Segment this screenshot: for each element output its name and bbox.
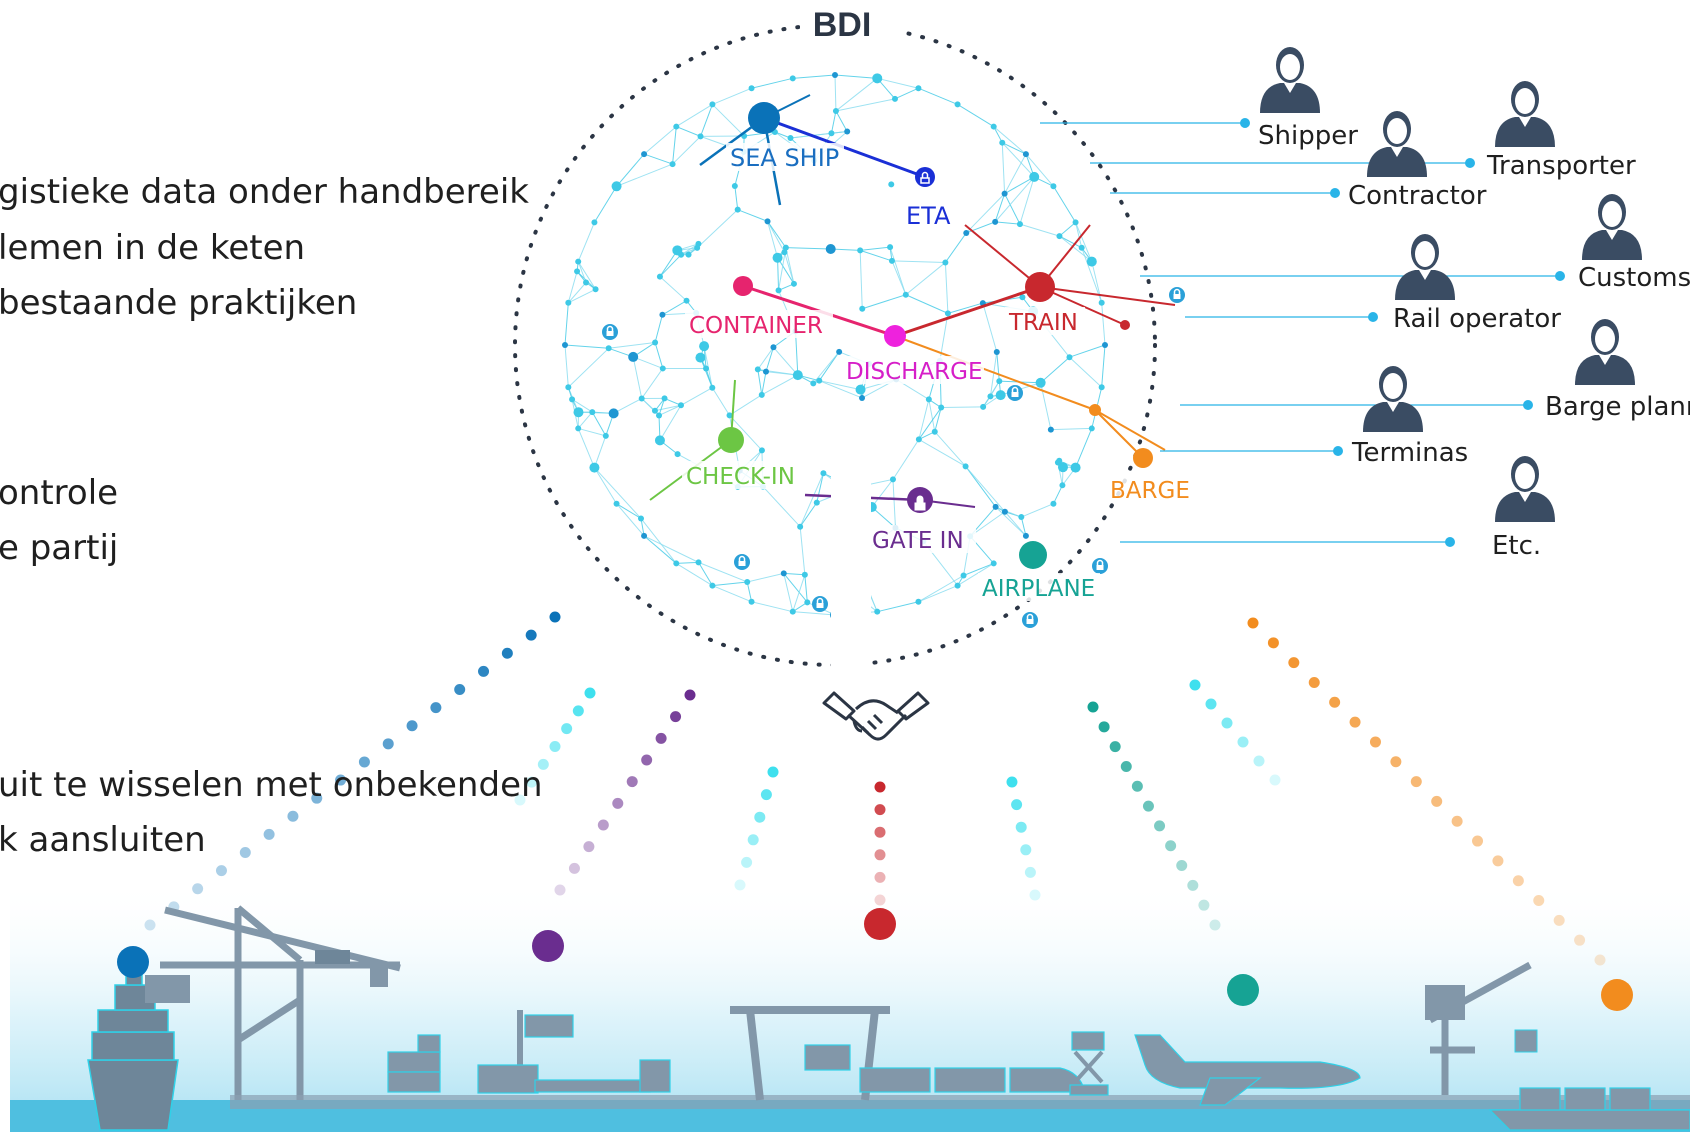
actors: Shipper Transporter Contractor Customs R… <box>1258 47 1690 561</box>
skyline <box>87 905 1690 1131</box>
actor-etc: Etc. <box>1492 531 1541 561</box>
label-eta: ETA <box>906 202 951 230</box>
train-wagons <box>804 1044 1086 1093</box>
person-icon <box>1367 111 1427 177</box>
person-icon <box>1575 319 1635 385</box>
node-container <box>733 276 753 296</box>
bullet-line-2: lemen in de keten <box>0 228 306 268</box>
lock-icon <box>1168 286 1186 304</box>
person-icon <box>1495 456 1555 522</box>
label-sea-ship: SEA SHIP <box>730 144 839 172</box>
scissor-lift <box>1069 1031 1109 1096</box>
label-barge: BARGE <box>1110 478 1190 504</box>
node-train <box>1025 272 1055 302</box>
label-train: TRAIN <box>1008 310 1078 336</box>
actor-terminas: Terminas <box>1351 438 1468 468</box>
actor-contractor: Contractor <box>1348 181 1487 211</box>
bullet-line-3: bestaande praktijken <box>0 283 358 323</box>
gantry-crane <box>160 905 401 1100</box>
bullet-line-1: gistieke data onder handbereik <box>0 172 529 212</box>
actor-rail-operator: Rail operator <box>1393 304 1561 334</box>
bdi-title: BDI <box>813 6 872 44</box>
dotted-trails <box>144 611 1606 966</box>
handshake-icon <box>822 470 930 741</box>
lock-icon <box>811 595 829 613</box>
label-airplane: AIRPLANE <box>982 576 1095 602</box>
lock-icon <box>1021 611 1039 629</box>
bullet-line-5: e partij <box>0 528 119 568</box>
node-labels: SEA SHIP ETA CONTAINER TRAIN DISCHARGE C… <box>682 143 1204 602</box>
label-check-in: CHECK-IN <box>686 464 795 490</box>
container-stack <box>387 1034 441 1093</box>
actor-shipper: Shipper <box>1258 121 1358 151</box>
label-container: CONTAINER <box>689 313 823 339</box>
node-discharge <box>884 325 906 347</box>
mode-dots <box>117 908 1633 1011</box>
actor-barge-planner: Barge plann <box>1545 392 1690 422</box>
lock-icon <box>1091 557 1109 575</box>
actor-transporter: Transporter <box>1486 151 1636 181</box>
node-sea-ship <box>748 102 780 134</box>
actor-customs: Customs <box>1578 263 1690 293</box>
label-gate-in: GATE IN <box>872 528 964 554</box>
node-eta <box>915 167 935 187</box>
reach-stacker <box>477 1010 671 1094</box>
node-barge <box>1133 448 1153 468</box>
lock-icon <box>733 553 751 571</box>
actor-line-ends <box>1240 118 1565 547</box>
bullet-line-7: k aansluiten <box>0 820 206 860</box>
bullet-line-6: uit te wisselen met onbekenden <box>0 765 543 805</box>
lock-icons <box>601 168 1186 629</box>
lock-icon <box>601 323 619 341</box>
node-check-in <box>718 427 744 453</box>
major-nodes <box>718 102 1153 569</box>
bullet-list: gistieke data onder handbereik lemen in … <box>0 0 638 900</box>
barge-shape <box>1488 1087 1690 1131</box>
actor-lines <box>1040 122 1560 543</box>
person-icon <box>1395 234 1455 300</box>
person-icon <box>1582 194 1642 260</box>
lock-icon <box>1006 384 1024 402</box>
node-airplane <box>1019 541 1047 569</box>
person-icon <box>1495 81 1555 147</box>
person-icon <box>1260 47 1320 113</box>
airplane-shape <box>1134 1034 1361 1106</box>
bullet-line-4: ontrole <box>0 473 119 513</box>
person-icon <box>1363 366 1423 432</box>
label-discharge: DISCHARGE <box>846 359 983 385</box>
